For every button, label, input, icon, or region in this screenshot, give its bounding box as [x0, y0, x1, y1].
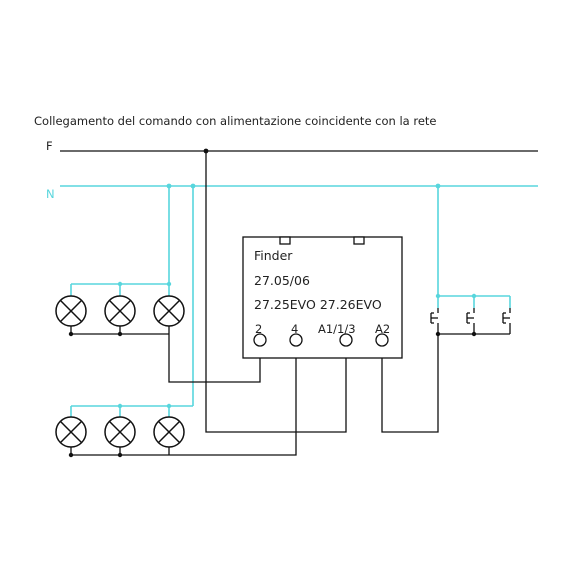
lamp-icon: [55, 295, 87, 327]
relay-tab: [353, 236, 365, 245]
lamp-icon: [153, 295, 185, 327]
junction-dot: [68, 452, 74, 458]
lamp-group-top: [55, 295, 185, 327]
terminal-label-a2: A2: [375, 322, 390, 336]
junction-dot: [68, 331, 74, 337]
terminal-4: [289, 333, 303, 347]
terminal-a1: [339, 333, 353, 347]
relay-module: Finder 27.05/06 27.25EVO 27.26EVO 2 4 A1…: [242, 236, 403, 359]
junction-dot: [190, 183, 196, 189]
pushbutton-icon: [466, 308, 475, 334]
diagram-title: Collegamento del comando con alimentazio…: [34, 114, 437, 128]
lamp-icon: [104, 416, 136, 448]
relay-brand: Finder: [254, 248, 293, 263]
terminal-label-2: 2: [255, 322, 262, 336]
phase-label: F: [46, 139, 53, 153]
junction-dot: [117, 452, 123, 458]
junction-dot: [117, 331, 123, 337]
lamp-icon: [55, 416, 87, 448]
lamp-group-bottom: [55, 416, 185, 448]
junction-dot: [471, 331, 477, 337]
lamp-icon: [104, 295, 136, 327]
terminal-label-4: 4: [291, 322, 298, 336]
terminal-label-a1: A1/1/3: [318, 322, 356, 336]
phase-to-a1-wire: [205, 151, 347, 433]
pushbutton-group: [430, 308, 511, 334]
pushbuttons-to-a2-wire: [381, 334, 439, 433]
relay-tab: [279, 236, 291, 245]
junction-dot: [203, 148, 209, 154]
relay-body: [242, 236, 403, 359]
junction-dot: [166, 183, 172, 189]
junction-dot: [435, 183, 441, 189]
relay-model-1: 27.05/06: [254, 273, 310, 288]
neutral-to-pushbuttons-wire: [437, 186, 510, 297]
pushbutton-icon: [430, 308, 439, 334]
neutral-label: N: [46, 187, 55, 201]
lamps-top-to-terminal-2-wire: [168, 334, 261, 383]
lamp-icon: [153, 416, 185, 448]
pushbutton-icon: [502, 308, 511, 334]
lamps-bottom-to-terminal-4-wire: [169, 346, 297, 456]
terminal-2: [253, 333, 267, 347]
relay-model-2: 27.25EVO 27.26EVO: [254, 297, 382, 312]
terminal-a2: [375, 333, 389, 347]
